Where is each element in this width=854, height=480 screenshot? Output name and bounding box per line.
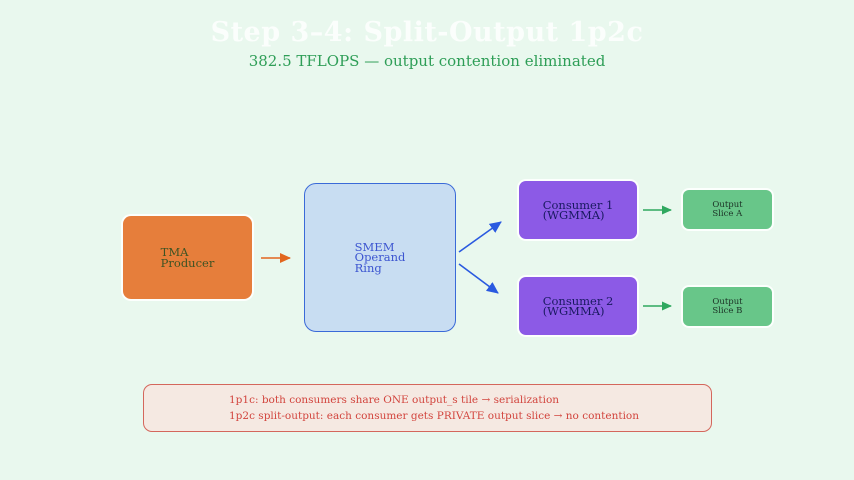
output-slice-a-label: Output Slice A	[712, 199, 743, 219]
output-slice-b-label: Output Slice B	[712, 296, 743, 316]
page-title: Step 3–4: Split-Output 1p2c	[210, 17, 644, 48]
note-line-1p1c: 1p1c: both consumers share ONE output_s …	[229, 394, 560, 406]
tma-producer-box: TMA Producer	[123, 216, 252, 299]
page-subtitle: 382.5 TFLOPS — output contention elimina…	[248, 52, 606, 70]
smem-operand-ring-box: SMEM Operand Ring	[304, 183, 456, 332]
consumer-1-box: Consumer 1 (WGMMA)	[519, 181, 637, 239]
consumer-1-label: Consumer 1 (WGMMA)	[542, 197, 614, 222]
consumer-2-label: Consumer 2 (WGMMA)	[542, 293, 614, 318]
smem-operand-ring-label: SMEM Operand Ring	[354, 239, 406, 275]
output-slice-b-box: Output Slice B	[683, 287, 772, 326]
comparison-note-box: 1p1c: both consumers share ONE output_s …	[143, 384, 712, 432]
tma-producer-label: TMA Producer	[160, 244, 215, 270]
note-line-1p2c: 1p2c split-output: each consumer gets PR…	[229, 409, 640, 422]
smem-to-consumer1-arrow	[458, 221, 502, 253]
smem-to-consumer2-arrow	[458, 263, 499, 294]
consumer-2-box: Consumer 2 (WGMMA)	[519, 277, 637, 335]
output-slice-a-box: Output Slice A	[683, 190, 772, 229]
